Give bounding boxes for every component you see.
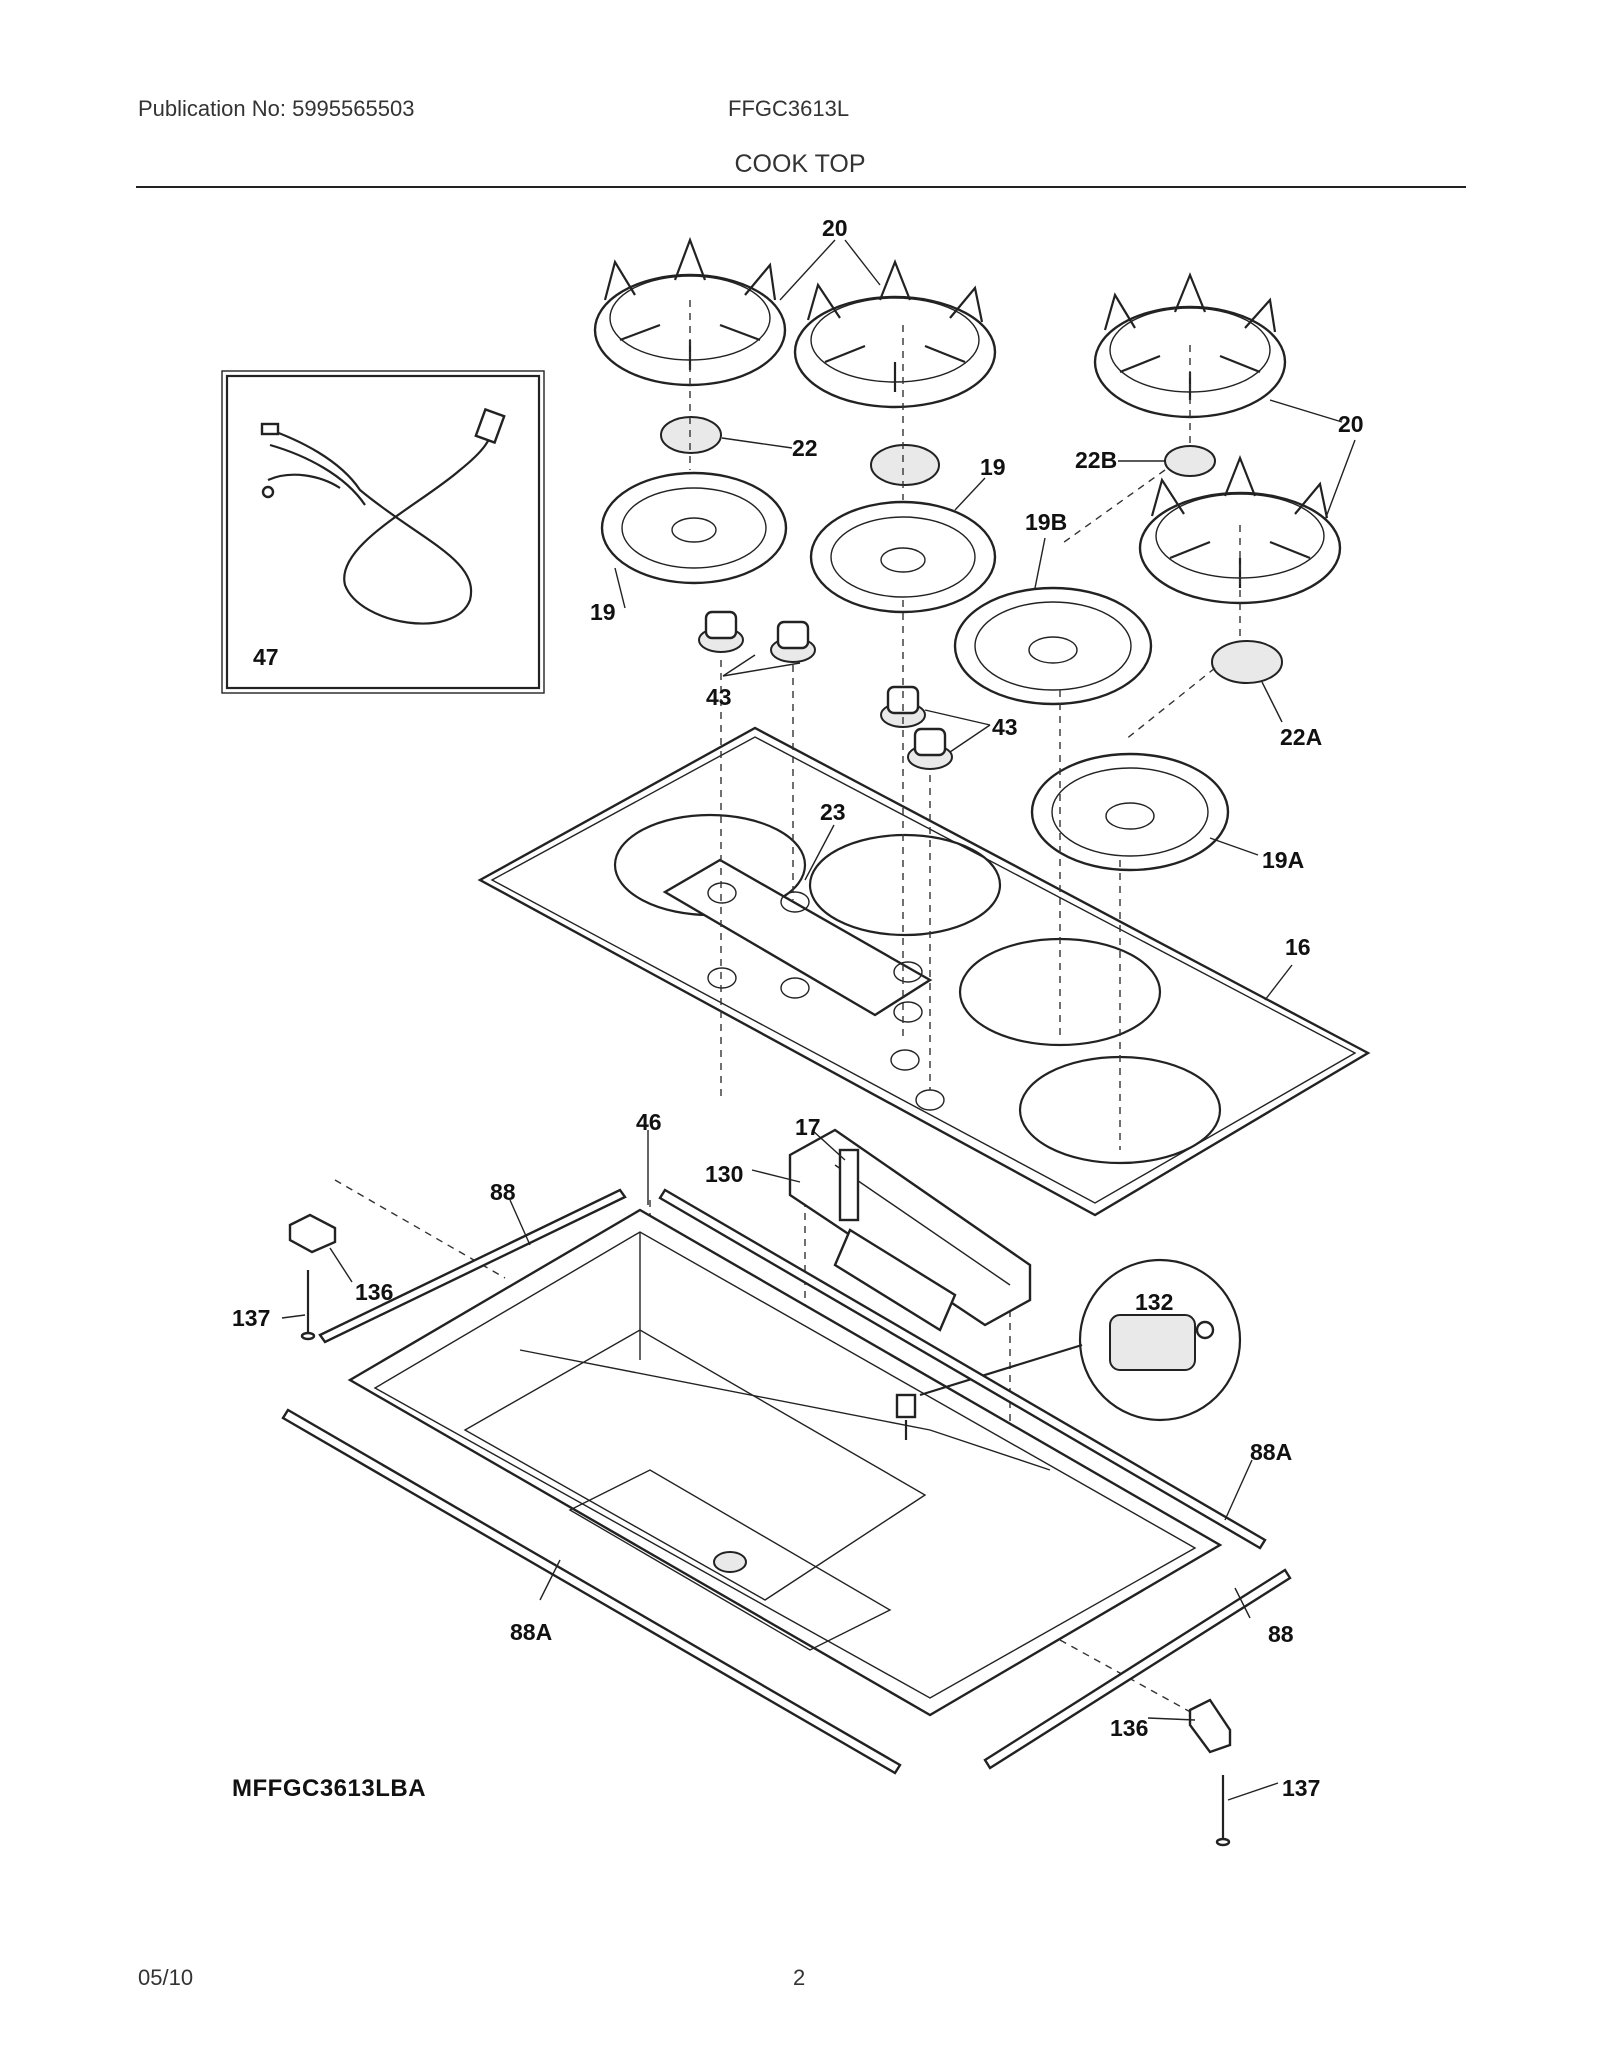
callout-20-right: 20 bbox=[1338, 411, 1364, 437]
callout-88a-left: 88A bbox=[510, 1619, 552, 1645]
callout-23: 23 bbox=[820, 799, 846, 825]
callout-19-left: 19 bbox=[590, 599, 616, 625]
burner-head-left bbox=[600, 471, 788, 585]
diagram-id: MFFGC3613LBA bbox=[232, 1775, 427, 1802]
callout-136-right: 136 bbox=[1110, 1715, 1148, 1741]
ignitor-detail bbox=[919, 1258, 1242, 1422]
wire-harness-inset bbox=[221, 370, 545, 694]
cooktop-panel bbox=[477, 726, 1371, 1217]
clip-right bbox=[1188, 1698, 1232, 1754]
callout-labels: 20 20 22 22B 22A 19 19 19B 19A 43 43 23 … bbox=[232, 215, 1364, 1801]
callout-130: 130 bbox=[705, 1161, 743, 1187]
screw-right bbox=[1215, 1775, 1231, 1847]
burner-head-right-front bbox=[1030, 752, 1230, 872]
callout-43-right: 43 bbox=[992, 714, 1018, 740]
footer-date: 05/10 bbox=[138, 1965, 194, 1990]
knob-group-right bbox=[880, 685, 953, 770]
grate-left bbox=[593, 236, 787, 387]
section-title: COOK TOP bbox=[734, 150, 866, 178]
callout-22: 22 bbox=[792, 435, 818, 461]
callout-19a: 19A bbox=[1262, 847, 1304, 873]
publication-number: Publication No: 5995565503 bbox=[138, 96, 415, 121]
callout-19b: 19B bbox=[1025, 509, 1067, 535]
burner-cap-right-back bbox=[1164, 445, 1216, 477]
callout-47: 47 bbox=[253, 644, 279, 670]
page-number: 2 bbox=[793, 1965, 806, 1990]
burner-head-right-back bbox=[953, 586, 1153, 706]
callout-22a: 22A bbox=[1280, 724, 1322, 750]
knob-group-left bbox=[698, 610, 816, 663]
model-number: FFGC3613L bbox=[728, 96, 850, 121]
callout-16: 16 bbox=[1285, 934, 1311, 960]
callout-132: 132 bbox=[1135, 1289, 1173, 1315]
burner-head-center bbox=[809, 500, 997, 614]
burner-cap-right-front bbox=[1211, 640, 1283, 684]
callout-88-left: 88 bbox=[490, 1179, 516, 1205]
callout-43-left: 43 bbox=[706, 684, 732, 710]
callout-46: 46 bbox=[636, 1109, 662, 1135]
burner-box bbox=[347, 1208, 1223, 1717]
title-divider bbox=[136, 186, 1466, 188]
callout-22b: 22B bbox=[1075, 447, 1117, 473]
trim-strips bbox=[281, 1188, 1292, 1775]
leader-lines bbox=[281, 239, 1356, 1801]
burner-cap-left bbox=[660, 416, 722, 454]
clip-left bbox=[288, 1213, 337, 1254]
callout-19-center: 19 bbox=[980, 454, 1006, 480]
callout-137-left: 137 bbox=[232, 1305, 270, 1331]
burner-cap-center bbox=[870, 444, 940, 486]
callout-136-left: 136 bbox=[355, 1279, 393, 1305]
screw-left bbox=[300, 1270, 316, 1341]
callout-17: 17 bbox=[795, 1114, 821, 1140]
callout-20-top: 20 bbox=[822, 215, 848, 241]
callout-88a-right: 88A bbox=[1250, 1439, 1292, 1465]
bracket-assembly bbox=[788, 1128, 1032, 1332]
callout-88-right: 88 bbox=[1268, 1621, 1294, 1647]
grate-center bbox=[793, 259, 997, 409]
callout-137-right: 137 bbox=[1282, 1775, 1320, 1801]
